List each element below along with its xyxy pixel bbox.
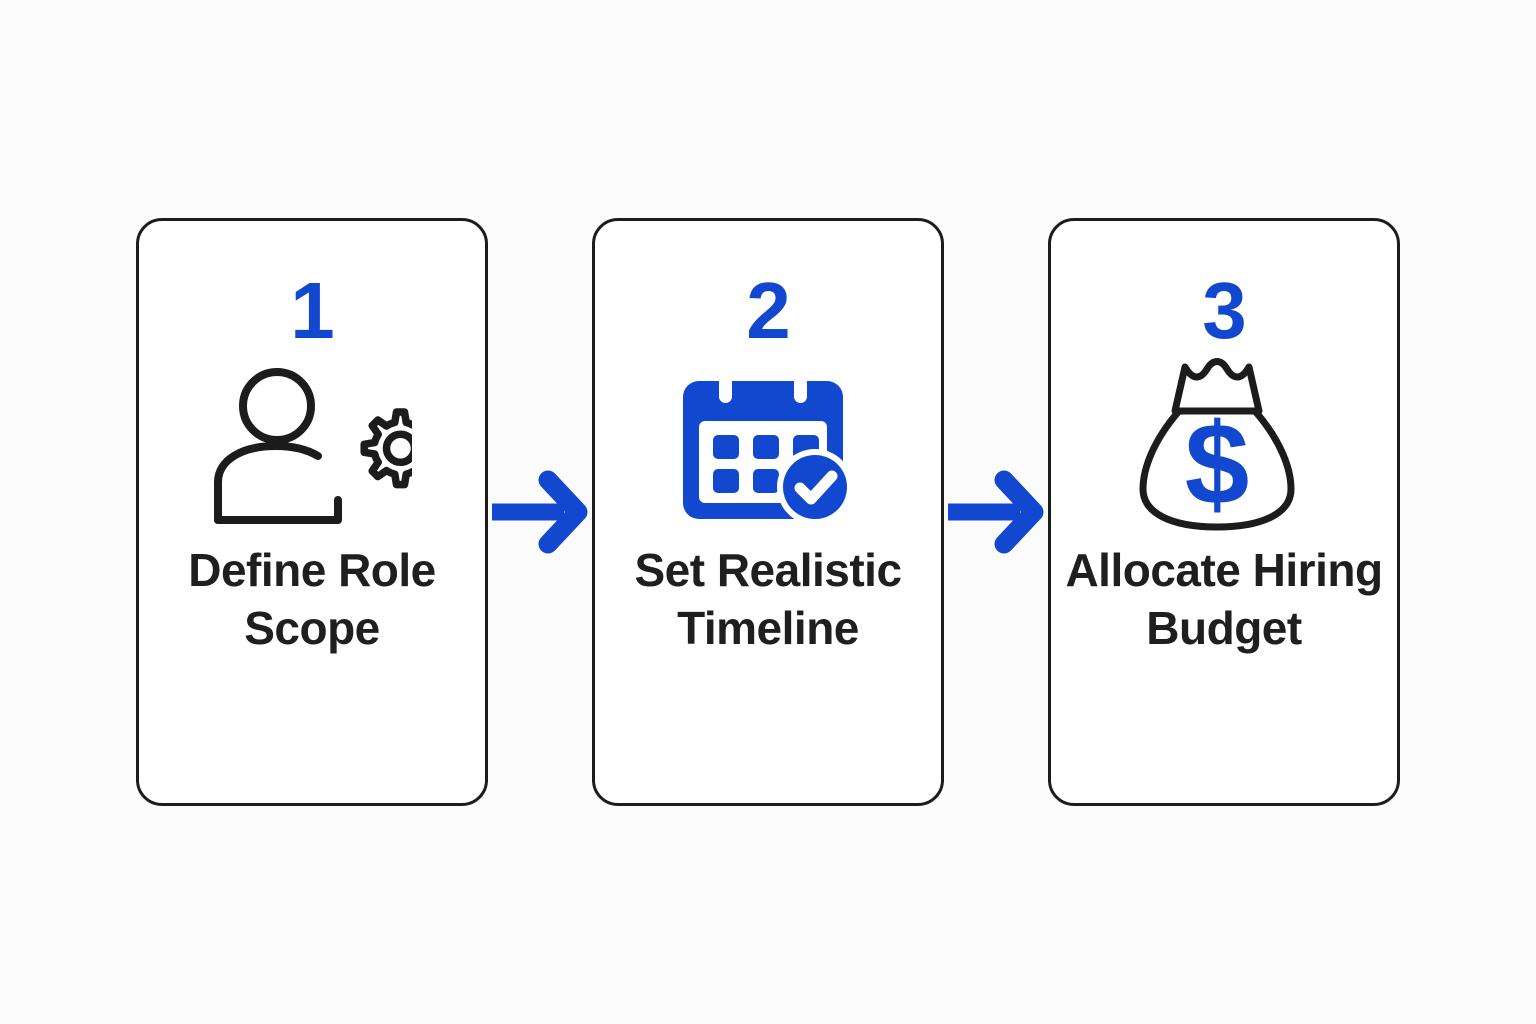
step-number-2: 2	[746, 266, 790, 355]
connector-1	[488, 218, 592, 806]
money-bag-dollar-icon: $	[1139, 355, 1309, 535]
svg-text:$: $	[1185, 399, 1250, 529]
user-gear-icon	[212, 355, 412, 535]
step-label-1: Define Role Scope	[188, 544, 436, 654]
step-label-2: Set Realistic Timeline	[634, 544, 902, 654]
step-card-3[interactable]: 3 $ Allocate Hiring Budget	[1048, 218, 1400, 806]
arrow-right-icon	[492, 470, 588, 554]
step-label-3: Allocate Hiring Budget	[1065, 544, 1383, 654]
calendar-check-icon	[673, 355, 863, 535]
step-number-3: 3	[1202, 266, 1246, 355]
step-number-1: 1	[290, 266, 334, 355]
arrow-right-icon	[948, 470, 1044, 554]
step-card-2[interactable]: 2	[592, 218, 944, 806]
step-card-1[interactable]: 1 Define Role Scope	[136, 218, 488, 806]
connector-2	[944, 218, 1048, 806]
